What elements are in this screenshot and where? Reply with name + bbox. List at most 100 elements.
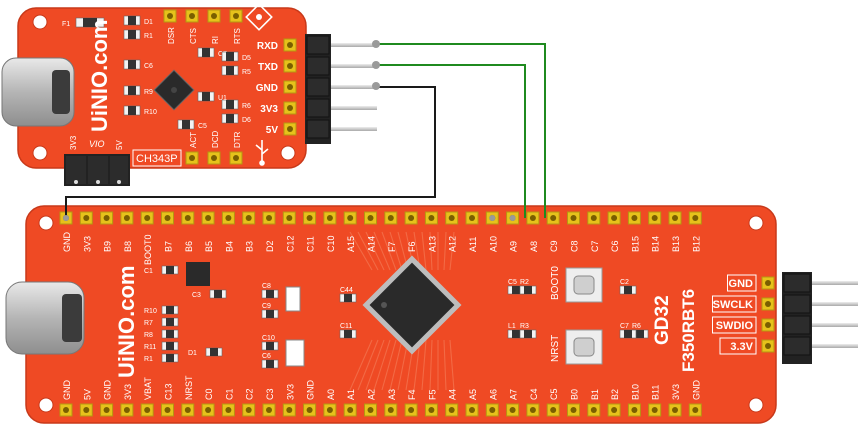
mcu-top-pin-label-a11-20: A11 [468,237,478,252]
usb-side-pad-gnd [283,80,297,94]
vio-label-5v: 5V [115,140,124,150]
swd-pin-label-swclk: SWCLK [713,299,753,311]
mcu-bottom-pad-gnd-31 [688,403,702,417]
mcu-top-pad-b14-29 [648,211,662,225]
connection-wires [63,40,546,221]
mcu-bottom-pin-label-5v-1: 5V [82,389,92,400]
chip-label: CH343P [136,153,178,165]
mcu-top-pad-b3-9 [242,211,256,225]
mcu-bottom-pad-c2-9 [242,403,256,417]
swd-pad-gnd [761,276,775,290]
usb-top-pad-ri [207,9,221,23]
mcu-top-pad-b9-2 [100,211,114,225]
mcu-top-pin-label-a13-18: A13 [427,236,437,252]
mcu-top-pad-c11-12 [303,211,317,225]
mcu-part-r7: R7 [144,317,179,327]
mcu-top-pad-f7-16 [384,211,398,225]
mcu-bottom-pin-label-f5-18: F5 [427,389,437,400]
mcu-bottom-pin-label-b2-27: B2 [610,389,620,400]
mcu-bottom-pin-label-c1-8: C1 [224,388,234,400]
mcu-top-pin-label-b8-3: B8 [123,241,133,252]
mcu-part-r3: R3 [519,323,537,339]
mcu-top-pad-f6-17 [404,211,418,225]
mcu-top-pin-label-a15-14: A15 [346,236,356,252]
mcu-top-pad-c12-11 [282,211,296,225]
swd-pad-swdio [761,318,775,332]
chip-label-box [132,149,182,167]
crystal-1 [285,286,301,312]
usb-part-c5: C5 [177,119,207,130]
mcu-bottom-pin-label-3v3-30: 3V3 [671,384,681,400]
wire-end-a10 [489,215,496,221]
usb-header-pin-5v [331,127,377,131]
usb-board-smd-parts: F1D1R1C6R9R10C7D5R5R6D6C5U1 [62,15,251,130]
usb-board-brand: UiNIO.com [87,20,112,132]
usb-part-r1: R1 [123,29,153,40]
mcu-part-label-c5: C5 [508,279,517,286]
mcu-top-pin-label-gnd-0: GND [62,232,72,253]
mcu-bottom-pin-label-b11-29: B11 [651,385,661,400]
usb-part-c6: C6 [123,59,153,70]
mcu-top-pad-a14-15 [364,211,377,225]
mcu-bottom-pad-c0-7 [201,403,215,417]
mcu-bottom-pin-label-b1-26: B1 [590,389,600,400]
vio-header: 3V3 VIO 5V [64,135,130,186]
usb-part-label-r6: R6 [242,103,251,110]
mcu-bottom-pin-label-vbat-4: VBAT [143,377,153,400]
mcu-part-r2: R2 [519,279,537,295]
usb-bottom-pin-label-dtr: DTR [233,131,242,148]
mcu-top-pad-a13-18 [424,211,438,225]
usb-serial-board: F1D1R1C6R9R10C7D5R5R6D6C5U1 UiNIO.com DS… [1,3,377,186]
usb-part-d1: D1 [123,15,153,26]
mcu-part-c44: C44 [339,287,357,303]
usb-side-pad-txd [283,59,297,73]
mcu-part-r10: R10 [144,305,179,315]
wire-end-rxd [372,40,380,48]
mcu-part-label-c7: C7 [620,323,629,330]
mcu-top-pad-c9-24 [546,211,560,225]
mcu-top-pin-label-b9-2: B9 [103,241,113,252]
vio-label-vio: VIO [89,139,105,149]
mcu-top-pin-label-c8-25: C8 [570,240,580,252]
mcu-top-pin-label-b3-9: B3 [245,241,255,252]
ch343p-chip [153,69,195,111]
mcu-top-pin-label-b4-8: B4 [224,241,234,252]
mcu-bottom-pin-label-3v3-11: 3V3 [285,384,295,400]
usb-symbol-icon [255,140,269,166]
mcu-part-c1: C1 [144,265,179,275]
mcu-bottom-pin-label-gnd-2: GND [103,380,113,401]
mcu-top-pin-label-a12-19: A12 [448,236,458,252]
usb-part-f1: F1 [62,17,105,28]
mount-hole [32,14,48,30]
nrst-button [565,329,603,365]
mcu-bottom-pin-label-gnd-31: GND [691,380,701,401]
mcu-top-pad-b15-28 [627,211,641,225]
crystal-2 [285,339,305,367]
mount-hole [748,397,764,413]
mcu-top-pin-label-a9-22: A9 [509,241,519,252]
swd-pad-3-3v [761,339,775,353]
mcu-top-pin-label-c11-12: C11 [306,236,316,252]
usb-bottom-pin-label-dcd: DCD [211,130,220,148]
mcu-bottom-pin-label-c2-9: C2 [245,388,255,400]
mcu-usb-c-connector [5,281,85,355]
mcu-bottom-pad-c13-5 [161,403,174,417]
usb-part-label-d1: D1 [144,19,153,26]
usb-header-pin-txd [331,64,377,68]
usb-top-pad-dsr [163,9,177,23]
mcu-top-pin-label-c12-11: C12 [285,235,295,252]
mcu-part-d1: D1 [188,347,223,357]
mcu-bottom-pin-label-c3-10: C3 [265,388,275,400]
mcu-part-label-c1: C1 [144,268,153,275]
mcu-top-pad-b8-3 [120,211,134,225]
mcu-bottom-pad-3v3-11 [282,403,296,417]
mcu-bottom-pin-label-c13-5: C13 [164,383,174,400]
mcu-bottom-pad-gnd-2 [100,403,114,417]
mcu-bottom-pad-a0-13 [323,403,337,417]
mcu-bottom-pad-5v-1 [79,403,93,417]
mcu-top-pin-label-b6-6: B6 [184,241,194,252]
mcu-top-pad-b7-5 [161,211,174,225]
